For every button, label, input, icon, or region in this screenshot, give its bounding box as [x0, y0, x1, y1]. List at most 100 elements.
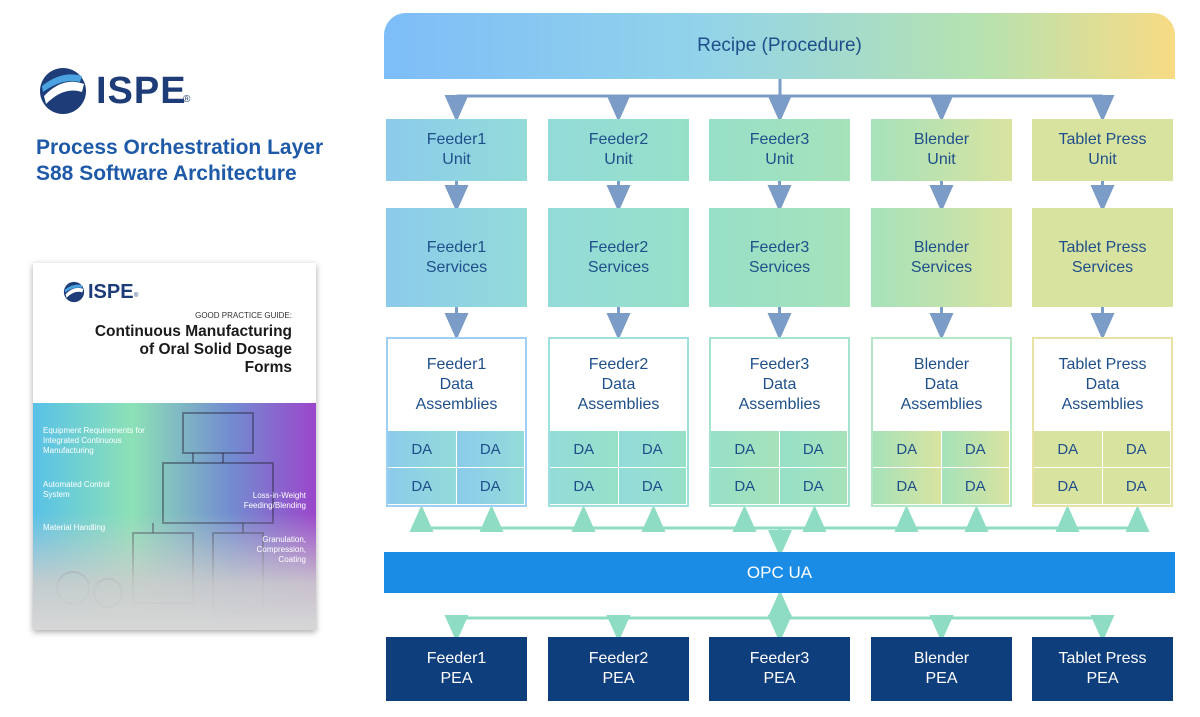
book-cover-fade [33, 513, 316, 630]
book-logo-icon [63, 281, 85, 303]
pea-label: PEA [602, 670, 635, 687]
da-cell: DA [1034, 431, 1102, 467]
unit-label: Unit [927, 151, 956, 168]
da-cell: DA [779, 468, 847, 504]
da-cell: DA [941, 431, 1009, 467]
data-assemblies-label: Data [924, 376, 959, 393]
unit-label: Feeder1 [426, 131, 487, 148]
da-cell: DA [1102, 431, 1170, 467]
da-cell: DA [941, 468, 1009, 504]
da-cell: DA [1102, 468, 1170, 504]
pea-label: PEA [1086, 670, 1119, 687]
title-line-2: S88 Software Architecture [36, 162, 297, 185]
unit-label: Tablet Press [1058, 131, 1147, 148]
data-assemblies-label: Feeder2 [588, 356, 649, 373]
data-assemblies-label: Feeder1 [426, 356, 487, 373]
data-assemblies-label: Feeder3 [749, 356, 810, 373]
services-label: Services [1071, 258, 1134, 276]
recipe-procedure-box: Recipe (Procedure) [384, 13, 1175, 79]
page-title: Process Orchestration Layer S88 Software… [36, 135, 376, 187]
services-label: Services [425, 258, 488, 276]
da-cell: DA [618, 468, 686, 504]
unit-label: Feeder3 [749, 131, 810, 148]
unit-label: Unit [604, 151, 633, 168]
da-cell: DA [779, 431, 847, 467]
ispe-logo-text: ISPE [96, 70, 187, 112]
data-assemblies-label: Assemblies [415, 396, 498, 413]
data-assemblies-label: Data [439, 376, 474, 393]
pea-label: Feeder1 [426, 650, 487, 667]
services-label: Blender [913, 238, 970, 256]
pea-label: PEA [763, 670, 796, 687]
book-guide-label: GOOD PRACTICE GUIDE: [195, 311, 292, 320]
da-cell: DA [711, 431, 779, 467]
da-cell: DA [456, 468, 524, 504]
da-cell: DA [711, 468, 779, 504]
book-logo-text: ISPE [88, 281, 134, 303]
pea-label: PEA [925, 670, 958, 687]
book-cover: ISPE ® GOOD PRACTICE GUIDE: Continuous M… [33, 263, 316, 630]
book-label-material: Material Handling [43, 523, 106, 532]
book-label-granulation: Granulation,Compression,Coating [256, 535, 306, 564]
unit-label: Blender [913, 131, 970, 148]
data-assemblies-label: Data [1085, 376, 1120, 393]
book-registered-mark: ® [134, 293, 139, 299]
book-heading-line: Forms [244, 359, 292, 376]
da-cell: DA [388, 431, 456, 467]
unit-label: Unit [765, 151, 794, 168]
pea-label: PEA [440, 670, 473, 687]
book-heading-line: Continuous Manufacturing [94, 323, 292, 340]
services-label: Tablet Press [1058, 238, 1147, 256]
unit-label: Unit [1088, 151, 1117, 168]
data-assemblies-label: Assemblies [900, 396, 983, 413]
book-heading: Continuous Manufacturing of Oral Solid D… [42, 323, 292, 377]
ispe-logo [38, 66, 88, 121]
services-label: Feeder2 [588, 238, 649, 256]
services-label: Services [910, 258, 973, 276]
data-assemblies-label: Assemblies [738, 396, 821, 413]
data-assemblies-label: Assemblies [1061, 396, 1144, 413]
da-cell: DA [618, 431, 686, 467]
ispe-logo-icon [40, 68, 86, 114]
da-cell: DA [873, 468, 941, 504]
registered-mark: ® [183, 94, 191, 105]
pea-label: Blender [913, 650, 970, 667]
da-cell: DA [1034, 468, 1102, 504]
da-cell: DA [873, 431, 941, 467]
data-assemblies-label: Data [601, 376, 636, 393]
unit-label: Feeder2 [588, 131, 649, 148]
pea-label: Feeder2 [588, 650, 649, 667]
pea-label: Tablet Press [1058, 650, 1147, 667]
opc-ua-bar: OPC UA [384, 552, 1175, 593]
data-assemblies-label: Blender [913, 356, 970, 373]
data-assemblies-label: Tablet Press [1058, 356, 1147, 373]
services-label: Feeder3 [749, 238, 810, 256]
data-assemblies-label: Data [762, 376, 797, 393]
services-label: Feeder1 [426, 238, 487, 256]
